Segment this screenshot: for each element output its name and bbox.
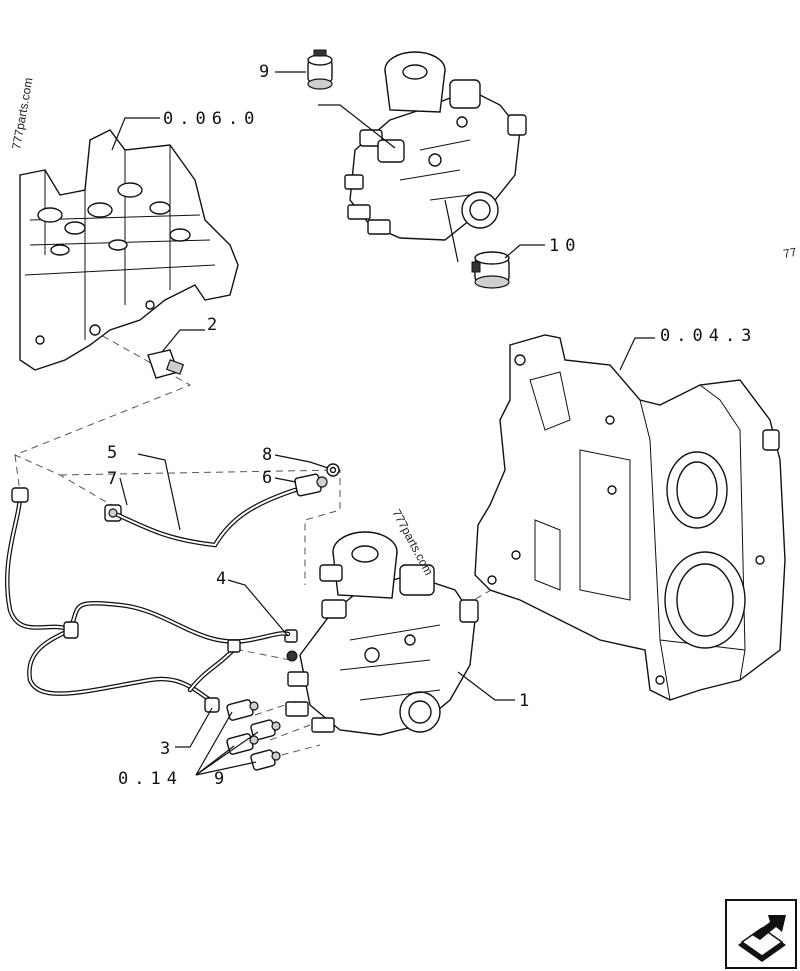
item-5-fuel-pipe[interactable]: [115, 487, 298, 548]
ref-label-060: 0.06.0: [163, 109, 260, 129]
item-9-plug[interactable]: [307, 49, 333, 90]
ref-label-0149-suffix: 9: [214, 769, 224, 789]
next-page-arrow-icon: [738, 915, 786, 962]
callout-labels: 0.06.0 0.04.3 0.14 9 1 2 3 4 5 6 7 8 9 1…: [107, 62, 757, 789]
next-page-button[interactable]: [725, 899, 797, 969]
item-3-wiring-harness[interactable]: [4, 487, 291, 713]
ref-label-0149-prefix: 0.14: [118, 769, 183, 789]
item-10-solenoid[interactable]: [471, 251, 510, 289]
watermark-left: 777parts.com: [9, 76, 35, 150]
watermark-right-edge: 77: [782, 245, 798, 261]
item-label-4: 4: [216, 569, 226, 589]
item-label-10: 10: [549, 236, 581, 256]
item-label-8: 8: [262, 445, 272, 465]
cylinder-head-assembly[interactable]: [19, 129, 239, 371]
item-label-7: 7: [107, 469, 117, 489]
item-label-3: 3: [160, 739, 170, 759]
leader-lines: [111, 71, 655, 776]
item-label-5: 5: [107, 443, 117, 463]
lower-injection-pump[interactable]: [285, 531, 479, 736]
item-2-sensor[interactable]: [147, 349, 185, 379]
upper-injection-pump[interactable]: [344, 51, 527, 241]
item-label-6: 6: [262, 468, 272, 488]
item-label-9: 9: [259, 62, 269, 82]
ref-label-043: 0.04.3: [660, 326, 757, 346]
item-6-fitting[interactable]: [294, 473, 328, 497]
item-8-washer[interactable]: [326, 463, 340, 477]
item-label-1: 1: [519, 691, 529, 711]
item-label-2: 2: [207, 315, 217, 335]
gear-housing[interactable]: [474, 334, 786, 701]
